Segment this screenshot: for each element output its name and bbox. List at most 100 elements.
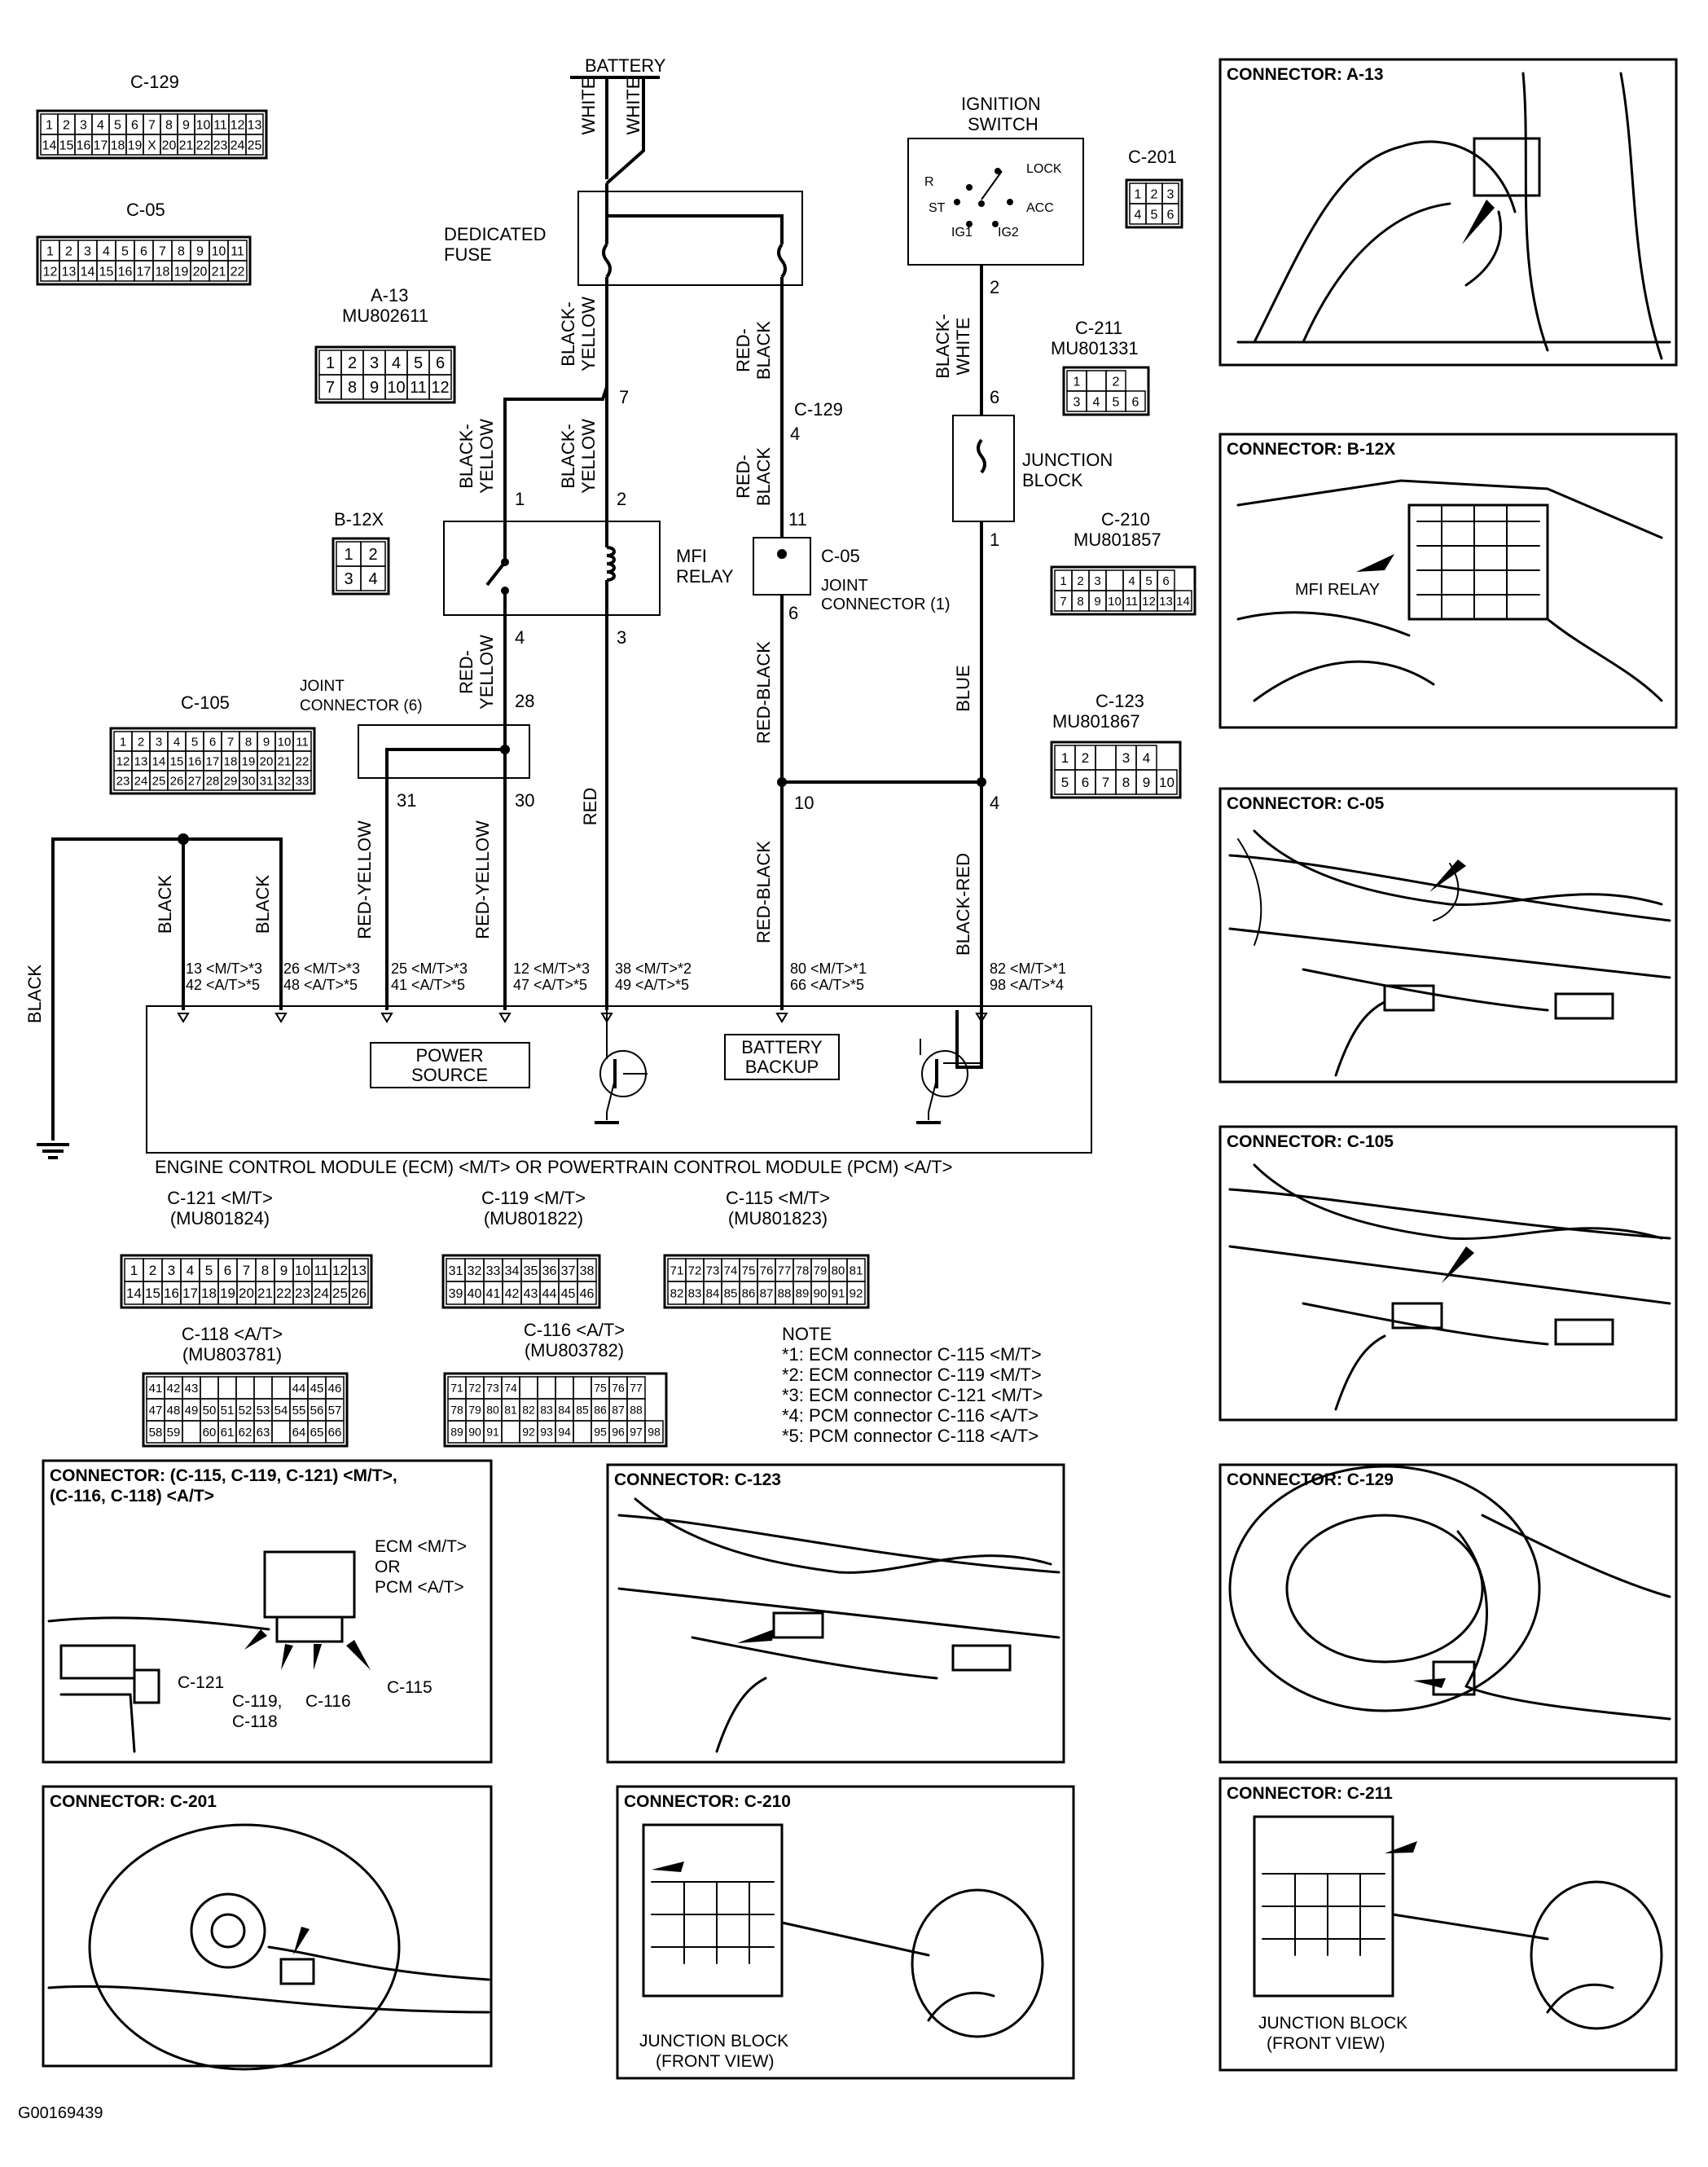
c119-pin-35: 35 [524, 1264, 538, 1278]
ecm-pin-e-2: 49 <A/T>*5 [615, 977, 689, 993]
pin-10: 10 [794, 793, 814, 813]
note-line-2: *2: ECM connector C-119 <M/T> [782, 1365, 1042, 1385]
c105-pin-26: 26 [170, 774, 184, 788]
junction-block-label-1: JUNCTION [1022, 450, 1113, 470]
wire-red-yellow-2: RED-YELLOW [472, 820, 493, 939]
panel-c201: CONNECTOR: C-201 [42, 1785, 493, 2071]
c121-pin-22: 22 [276, 1286, 292, 1301]
c211-pin-3: 3 [1074, 395, 1081, 409]
c119-pin-42: 42 [505, 1287, 520, 1301]
c116-pin-97: 97 [630, 1426, 643, 1439]
c105-pin-12: 12 [116, 754, 130, 768]
panel-c211-jb-2: (FRONT VIEW) [1267, 2034, 1385, 2053]
c129-pin-2: 2 [63, 118, 70, 132]
c115-pin-85: 85 [724, 1286, 738, 1300]
panel-ecm-label-3: PCM <A/T> [375, 1578, 464, 1597]
ecm-pin-d-2: 47 <A/T>*5 [513, 977, 587, 993]
c116-pin-76: 76 [612, 1382, 625, 1395]
c05-pin-4: 4 [103, 244, 110, 258]
wire-by-left-1: BLACK- [456, 424, 476, 488]
mfi-relay-label-1: MFI [676, 546, 707, 566]
c116-pin-92: 92 [522, 1426, 535, 1439]
c115-pin-84: 84 [706, 1286, 720, 1300]
c118-pin-52: 52 [239, 1404, 252, 1418]
c05-pin-8: 8 [178, 244, 185, 258]
pin-1: 1 [515, 489, 525, 509]
wire-by-mid-1: BLACK- [558, 424, 578, 488]
c121-pin-20: 20 [239, 1286, 254, 1301]
c105-pin-3: 3 [156, 735, 162, 749]
c116-pin-79: 79 [468, 1404, 481, 1417]
panel-c129-title: CONNECTOR: C-129 [1227, 1470, 1394, 1489]
a13-pin-4: 4 [392, 354, 401, 372]
c118-pin-47: 47 [149, 1404, 163, 1418]
a13-cell [428, 374, 452, 400]
c115-pin-76: 76 [760, 1264, 774, 1277]
c119-pin-36: 36 [542, 1264, 557, 1278]
c119-pin-38: 38 [580, 1264, 595, 1278]
c123-pin-10: 10 [1159, 775, 1175, 790]
c121-pin-21: 21 [257, 1286, 273, 1301]
ignition-switch-label-1: IGNITION [961, 94, 1041, 114]
panel-c05-title: CONNECTOR: C-05 [1227, 794, 1385, 813]
c05-pin-10: 10 [212, 244, 226, 258]
c105-pin-30: 30 [242, 774, 256, 788]
c210-pin-2: 2 [1077, 574, 1083, 588]
c118-pin-57: 57 [328, 1404, 342, 1418]
blue-pin-4: 4 [990, 793, 999, 813]
c201-pin-2: 2 [1151, 187, 1158, 201]
c129-pin-5: 5 [114, 118, 121, 132]
c129-label: C-129 [130, 72, 179, 92]
c121-pin-4: 4 [187, 1263, 194, 1278]
c05-cell [227, 260, 248, 282]
c129-pin-20: 20 [162, 138, 177, 152]
c116-pin-80: 80 [486, 1404, 499, 1417]
c118-pin-63: 63 [257, 1426, 270, 1440]
c116-part: (MU803782) [525, 1340, 624, 1360]
wire-by-mid-2: YELLOW [578, 419, 599, 494]
ecm-pin-markers [177, 1013, 988, 1023]
c123-pin-2: 2 [1082, 750, 1089, 766]
c115-part: (MU801823) [728, 1208, 828, 1229]
c121-pin-8: 8 [261, 1263, 269, 1278]
c201-pin-1: 1 [1135, 187, 1142, 201]
c105-pin-4: 4 [173, 735, 180, 749]
c118-pin-59: 59 [167, 1426, 181, 1440]
c105-pin-13: 13 [134, 754, 148, 768]
pin-3: 3 [617, 627, 626, 648]
c129-pin-19: 19 [128, 138, 143, 152]
c210-pin-6: 6 [1162, 574, 1169, 588]
panel-c210-jb-2: (FRONT VIEW) [656, 2052, 774, 2071]
c121-cell [349, 1281, 369, 1305]
c118-pin-53: 53 [257, 1404, 270, 1418]
c116-pin-85: 85 [576, 1404, 589, 1417]
wire-red-yellow-1: RED-YELLOW [354, 820, 375, 939]
note-block: NOTE *1: ECM connector C-115 <M/T> *2: E… [782, 1324, 1043, 1446]
c115-pin-86: 86 [742, 1286, 756, 1300]
c129-pin-9: 9 [182, 118, 190, 132]
c129-cell [245, 134, 264, 156]
c115-pin-79: 79 [814, 1264, 828, 1277]
c115-pin-82: 82 [670, 1286, 684, 1300]
c105-pin-17: 17 [206, 754, 220, 768]
c118-pin-66: 66 [328, 1426, 342, 1440]
c105-pin-7: 7 [227, 735, 234, 749]
c115-pin-77: 77 [778, 1264, 792, 1277]
wiring-lines [37, 76, 1092, 1159]
c123-part: MU801867 [1052, 711, 1140, 732]
ecm-pin-f-1: 80 <M/T>*1 [790, 960, 867, 977]
pin-4: 4 [515, 627, 525, 648]
c118-pin-61: 61 [221, 1426, 235, 1440]
c105-pin-11: 11 [296, 735, 309, 749]
c115-cell [846, 1281, 866, 1305]
c118-pin-43: 43 [185, 1382, 199, 1396]
b12x-label: B-12X [334, 509, 384, 530]
c118-pin-65: 65 [310, 1426, 324, 1440]
c115-label: C-115 <M/T> [726, 1188, 830, 1208]
panel-c105: CONNECTOR: C-105 [1218, 1125, 1678, 1422]
c05-joint-label-1: C-05 [821, 546, 860, 566]
panel-c210-title: CONNECTOR: C-210 [624, 1792, 791, 1811]
c121-pin-15: 15 [145, 1286, 160, 1301]
wire-black-2: BLACK [252, 875, 273, 934]
panel-c123-title: CONNECTOR: C-123 [614, 1470, 781, 1489]
